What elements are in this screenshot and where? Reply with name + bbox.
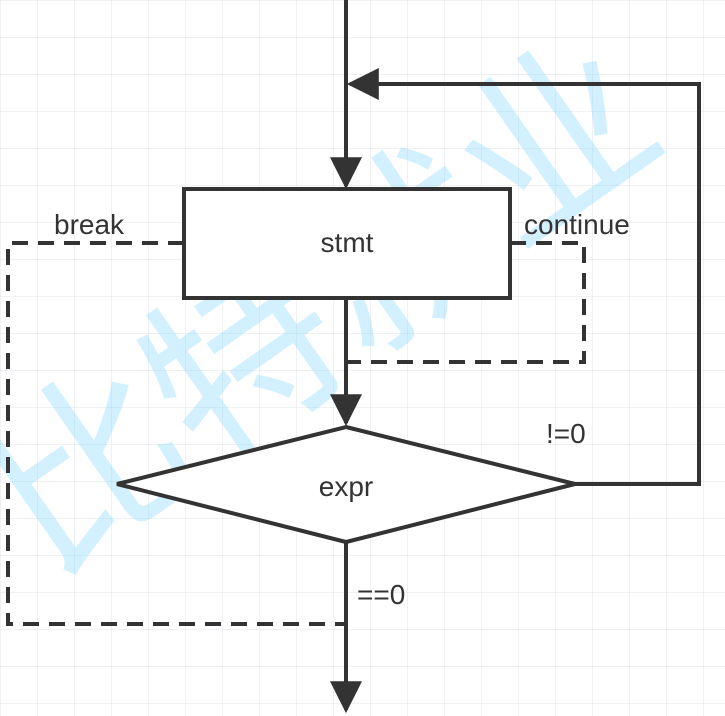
break-label: break (54, 209, 125, 240)
loop-back-path (346, 68, 701, 486)
false-branch-label: ==0 (357, 579, 405, 610)
continue-label: continue (524, 209, 630, 240)
statement-label: stmt (321, 227, 374, 258)
true-branch-label: !=0 (546, 418, 586, 449)
continue-path (346, 241, 586, 364)
condition-label: expr (319, 471, 373, 502)
break-path (6, 241, 346, 626)
